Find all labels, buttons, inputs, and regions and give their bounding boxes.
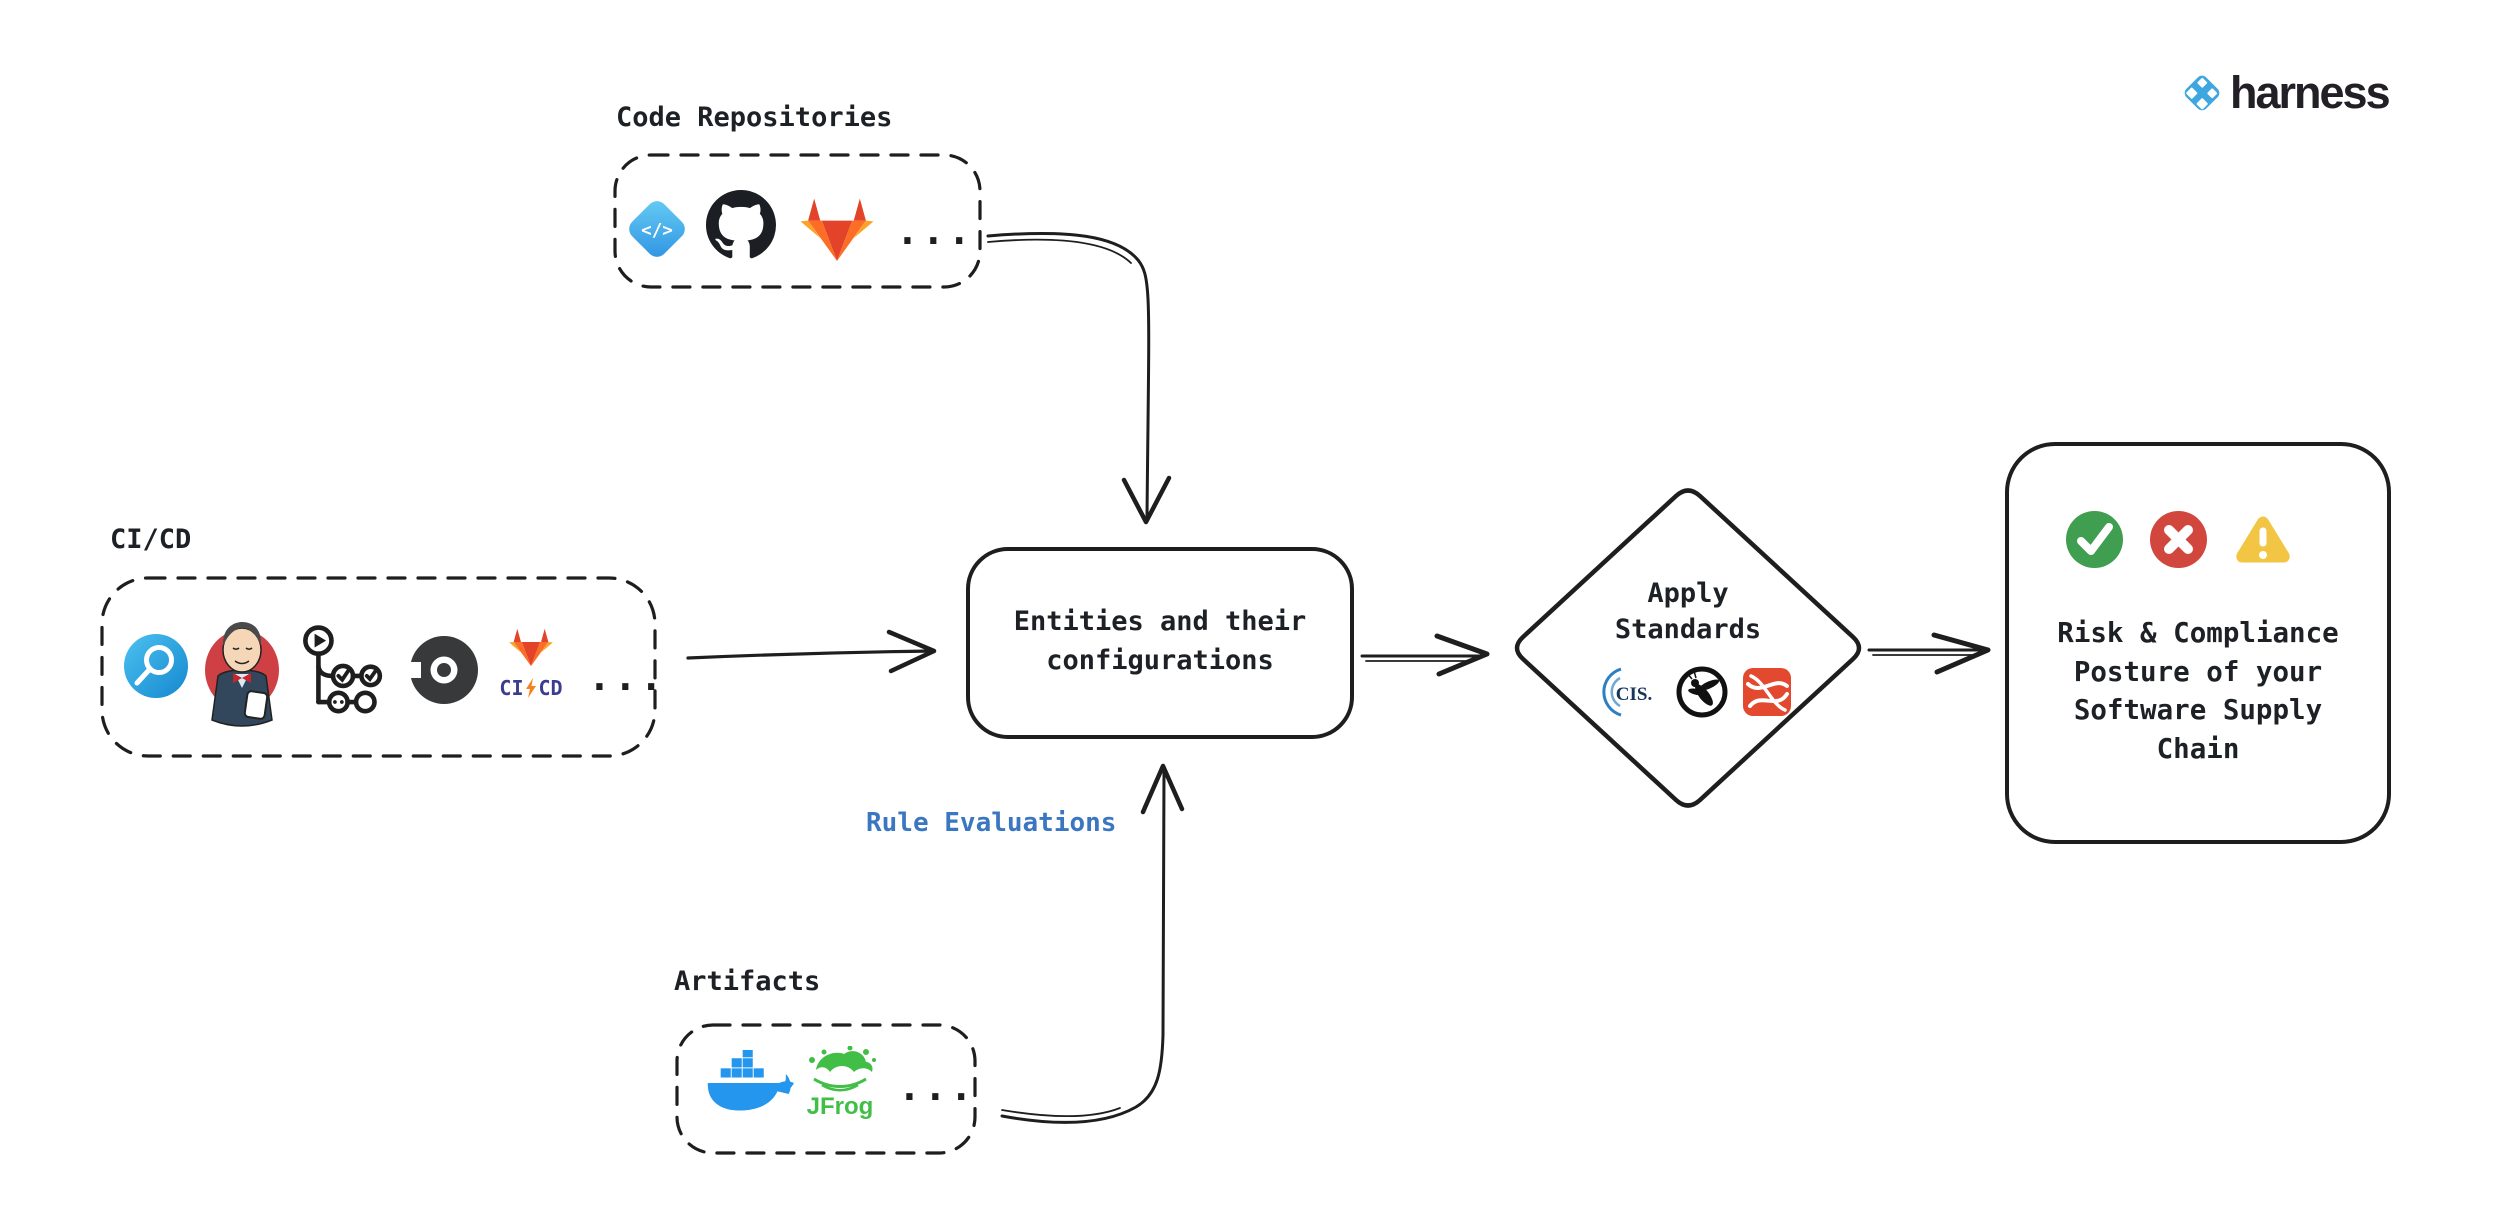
arrow-entities-to-standards xyxy=(1360,633,1490,677)
gitlab-ci-text: CI xyxy=(499,676,524,700)
cis-logo: CIS. xyxy=(1597,662,1661,722)
artifacts-dashed-box xyxy=(675,1023,977,1155)
cicd-label: CI/CD xyxy=(110,524,192,555)
artifacts-label: Artifacts xyxy=(674,966,821,997)
arrow-cicd-to-entities xyxy=(686,629,937,674)
outcome-status-icons xyxy=(2066,511,2292,568)
docker-icon xyxy=(704,1050,796,1116)
arrow-artifacts-to-entities xyxy=(1000,763,1185,1124)
arrow-standards-to-outcome xyxy=(1867,632,1991,675)
svg-text:</>: </> xyxy=(641,221,673,241)
arrow-repos-to-entities xyxy=(986,231,1172,525)
cicd-dashed-box xyxy=(100,576,657,758)
github-icon xyxy=(706,190,776,260)
rule-evaluations-label: Rule Evaluations xyxy=(866,808,1117,838)
pass-check-icon xyxy=(2066,511,2123,568)
harness-ci-icon xyxy=(122,632,190,700)
warning-icon xyxy=(2234,513,2292,566)
harness-logo-icon xyxy=(2180,71,2224,115)
outcome-node xyxy=(2005,442,2391,844)
standards-vendor-icon xyxy=(1743,668,1791,716)
code-repositories-dashed-box xyxy=(613,153,982,289)
code-repositories-ellipsis: ... xyxy=(896,209,974,253)
cis-wordmark: CIS. xyxy=(1616,684,1652,705)
circleci-icon xyxy=(408,634,480,706)
outcome-text: Risk & Compliance Posture of your Softwa… xyxy=(2057,617,2339,765)
lightning-bolt-icon xyxy=(525,678,536,698)
standards-logos-row: CIS. xyxy=(1597,662,1791,722)
artifacts-ellipsis: ... xyxy=(898,1065,976,1109)
jfrog-icon: JFrog xyxy=(800,1046,880,1122)
owasp-icon xyxy=(1675,665,1729,719)
entities-node xyxy=(966,547,1354,739)
fail-x-icon xyxy=(2150,511,2207,568)
gitlab-cicd-icon: CI CD xyxy=(488,626,574,700)
jfrog-wordmark: JFrog xyxy=(807,1093,874,1120)
code-repo-icon: </> xyxy=(624,196,690,262)
gitlab-icon xyxy=(798,194,876,264)
brand-wordmark: harness xyxy=(2230,67,2391,118)
gitlab-cd-text: CD xyxy=(538,676,563,700)
apply-standards-text: Apply Standards xyxy=(1614,578,1762,645)
jenkins-icon xyxy=(202,616,282,728)
apply-standards-diamond xyxy=(1514,488,1862,808)
harness-logo: harness xyxy=(2180,67,2391,118)
entities-text: Entities and their configurations xyxy=(1013,606,1307,676)
cicd-ellipsis: ... xyxy=(588,655,666,699)
github-actions-icon xyxy=(300,622,386,716)
code-repositories-label: Code Repositories xyxy=(616,102,893,133)
